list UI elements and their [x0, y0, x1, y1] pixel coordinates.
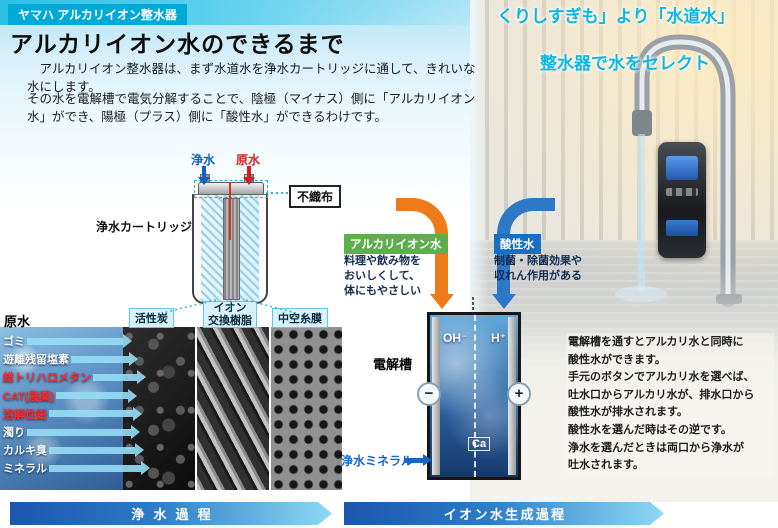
- flow-arrow: [71, 355, 129, 363]
- cartridge-core: [223, 198, 240, 300]
- intro-paragraph-1: アルカリイオン整水器は、まず水道水を浄水カートリッジに通して、きれいな水にします…: [27, 62, 476, 95]
- contaminant-row: カルキ臭: [3, 441, 235, 459]
- contaminant-row: 遊離残留塩素: [3, 350, 235, 368]
- calcium-label: Ca: [468, 437, 491, 451]
- membrane-line: [474, 315, 476, 477]
- flow-arrow: [56, 392, 129, 400]
- acid-water-tag: 酸性水: [494, 234, 541, 254]
- flow-arrow-tip: [128, 388, 138, 403]
- product-badge: ヤマハ アルカリイオン整水器: [8, 4, 187, 25]
- contaminant-label: 濁り: [3, 427, 25, 440]
- raw-water-photo: [0, 327, 123, 490]
- mineral-arrow: [405, 458, 423, 463]
- intro-paragraph-2: その水を電解槽で電気分解することで、陰極（マイナス）側に「アルカリイオン水」がで…: [27, 92, 476, 125]
- contaminant-label: ゴミ: [3, 336, 25, 349]
- flow-arrow-tip: [137, 370, 146, 385]
- raw-water-inlet-label: 原水: [236, 153, 261, 167]
- flow-arrow-tip: [135, 443, 144, 458]
- flow-arrow: [49, 446, 135, 454]
- raw-water-arrow-tip: [243, 177, 255, 185]
- mineral-arrow-tip: [423, 454, 432, 466]
- contaminant-label: ミネラル: [3, 463, 47, 476]
- cartridge-center-tube: [229, 182, 231, 240]
- acid-water-desc: 制菌・除菌効果や収れん作用がある: [494, 255, 582, 282]
- filter-image-ion-exchange-resin: [197, 327, 269, 490]
- plus-terminal: +: [507, 382, 531, 406]
- contaminant-row: ミネラル: [3, 459, 235, 477]
- alkaline-flow-arrow-tip: [430, 294, 454, 309]
- flow-arrow-tip: [133, 406, 142, 421]
- contaminant-row: 溶解性鉛: [3, 405, 235, 423]
- filter-label-membrane: 中空糸膜: [272, 308, 328, 328]
- contaminant-label: カルキ臭: [3, 445, 47, 458]
- clean-water-arrow-tip: [198, 177, 210, 185]
- flow-arrow: [49, 464, 141, 472]
- process-banner-purification: 浄水過程: [10, 502, 332, 525]
- contaminant-label: 総トリハロメタン: [3, 372, 91, 385]
- flow-arrow: [27, 428, 131, 436]
- clean-water-arrow: [202, 166, 206, 177]
- alkaline-water-tag: アルカリイオン水: [344, 234, 448, 254]
- raw-water-title: 原水: [4, 314, 31, 329]
- mineral-label: 浄水ミネラル: [341, 454, 414, 468]
- flow-arrow-tip: [131, 425, 140, 440]
- contaminant-label: 溶解性鉛: [3, 408, 47, 421]
- filter-label-carbon: 活性炭: [129, 308, 174, 328]
- raw-water-arrow: [247, 166, 251, 177]
- background-text-fragment-2: 整水器で水をセレクト: [540, 54, 710, 73]
- flow-arrow-tip: [123, 334, 132, 349]
- background-text-fragment-1: くりしすぎも」より「水道水」: [497, 7, 735, 26]
- contaminant-label: CAT(農薬): [3, 390, 55, 403]
- acid-flow-arrow-tip: [492, 294, 516, 309]
- clean-water-label: 浄水: [191, 153, 216, 167]
- alkaline-water-desc: 料理や飲み物をおいしくして、体にもやさしい: [344, 255, 421, 297]
- flow-arrow-tip: [129, 352, 138, 367]
- flow-arrow: [93, 373, 137, 381]
- minus-terminal: −: [417, 382, 441, 406]
- contaminant-row: 濁り: [3, 423, 235, 441]
- explanation-note: 電解槽を通すとアルカリ水と同時に 酸性水ができます。 手元のボタンでアルカリ水を…: [566, 333, 774, 476]
- contaminant-row: 総トリハロメタン: [3, 368, 235, 386]
- cartridge-name-label: 浄水カートリッジ: [96, 220, 193, 234]
- tank-title: 電解槽: [373, 357, 413, 372]
- filter-label-resin: イオン 交換樹脂: [203, 301, 257, 329]
- nonwoven-label: 不織布: [289, 185, 342, 208]
- page-title: アルカリイオン水のできるまで: [10, 31, 345, 57]
- flow-arrow-tip: [141, 461, 150, 476]
- filter-image-hollow-fiber: [271, 327, 342, 490]
- contaminant-row: ゴミ: [3, 332, 235, 350]
- nonwoven-region-marker: [194, 180, 268, 198]
- cation-label: H⁺: [491, 331, 506, 345]
- contaminant-list: ゴミ 遊離残留塩素 総トリハロメタン CAT(農薬) 溶解性鉛 濁り カルキ臭: [3, 332, 235, 478]
- contaminant-label: 遊離残留塩素: [3, 354, 69, 367]
- process-banner-ion-generation: イオン水生成過程: [344, 502, 664, 525]
- anion-label: OH⁻: [443, 331, 468, 345]
- contaminant-row: CAT(農薬): [3, 387, 235, 405]
- flow-arrow: [27, 337, 123, 345]
- flow-arrow: [49, 410, 133, 418]
